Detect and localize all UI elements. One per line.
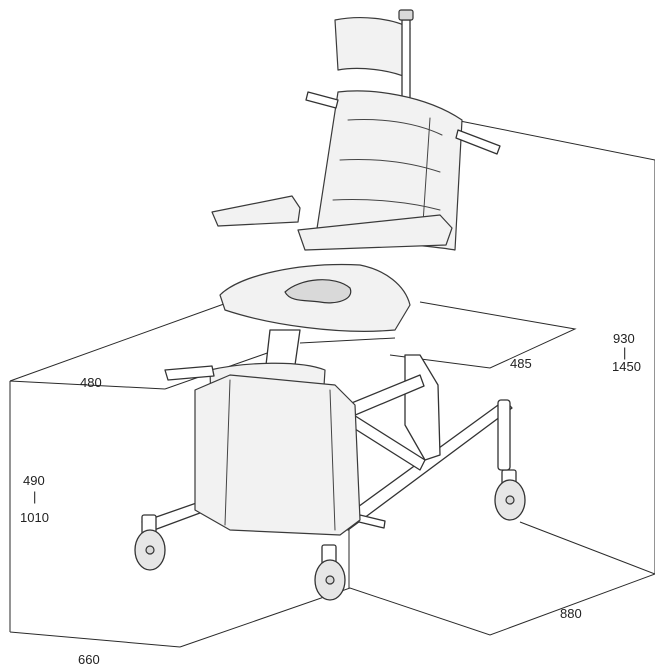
front-left-wheel bbox=[134, 514, 166, 571]
shower-chair-illustration bbox=[134, 9, 526, 601]
backrest-stitch-top bbox=[347, 119, 443, 136]
left-footplate bbox=[164, 365, 215, 381]
push-handle-bar bbox=[358, 514, 386, 529]
rear-wheel-post bbox=[497, 399, 511, 471]
seat-width-label: 485 bbox=[510, 356, 532, 371]
headrest-post bbox=[401, 19, 411, 101]
rear-right-wheel-hub bbox=[505, 495, 515, 505]
seat-height-min-label: 490 bbox=[23, 473, 45, 488]
left-armrest bbox=[211, 195, 301, 227]
headrest-knob bbox=[398, 9, 414, 21]
height-box-top bbox=[459, 120, 655, 574]
seat-depth-label: 480 bbox=[80, 375, 102, 390]
seat-height-box-front bbox=[9, 380, 181, 648]
backrest bbox=[305, 90, 501, 251]
total-height-separator: | bbox=[623, 345, 626, 360]
seat-height-separator: | bbox=[33, 489, 36, 504]
front-base-housing bbox=[194, 374, 361, 536]
housing-panel-seam bbox=[224, 379, 336, 531]
footrest-assembly bbox=[164, 329, 361, 536]
push-handle-left bbox=[305, 91, 339, 109]
seat-height-max-label: 1010 bbox=[20, 510, 49, 525]
base-length-label: 880 bbox=[560, 606, 582, 621]
total-height-max-label: 1450 bbox=[612, 359, 641, 374]
seat-toilet-opening bbox=[284, 279, 352, 304]
lift-column bbox=[404, 354, 441, 461]
total-height-min-label: 930 bbox=[613, 331, 635, 346]
headrest-pad bbox=[334, 17, 411, 79]
base-floor-outline bbox=[179, 521, 655, 648]
castor-wheels bbox=[134, 399, 526, 601]
armrests bbox=[211, 195, 453, 251]
backrest-stitch-low bbox=[332, 198, 441, 211]
push-handle-right bbox=[455, 129, 501, 155]
headrest bbox=[334, 9, 414, 101]
rear-right-wheel bbox=[494, 469, 526, 521]
base-dimension-box bbox=[9, 120, 655, 648]
front-right-wheel bbox=[314, 544, 346, 601]
front-right-wheel-hub bbox=[325, 575, 335, 585]
base-width-label: 660 bbox=[78, 652, 100, 667]
front-left-wheel-hub bbox=[145, 545, 155, 555]
seat bbox=[219, 263, 411, 332]
backrest-stitch-mid bbox=[339, 159, 441, 173]
right-armrest bbox=[297, 214, 453, 251]
dimension-labels: 480 485 930 | 1450 490 | 1010 660 880 bbox=[20, 331, 641, 667]
